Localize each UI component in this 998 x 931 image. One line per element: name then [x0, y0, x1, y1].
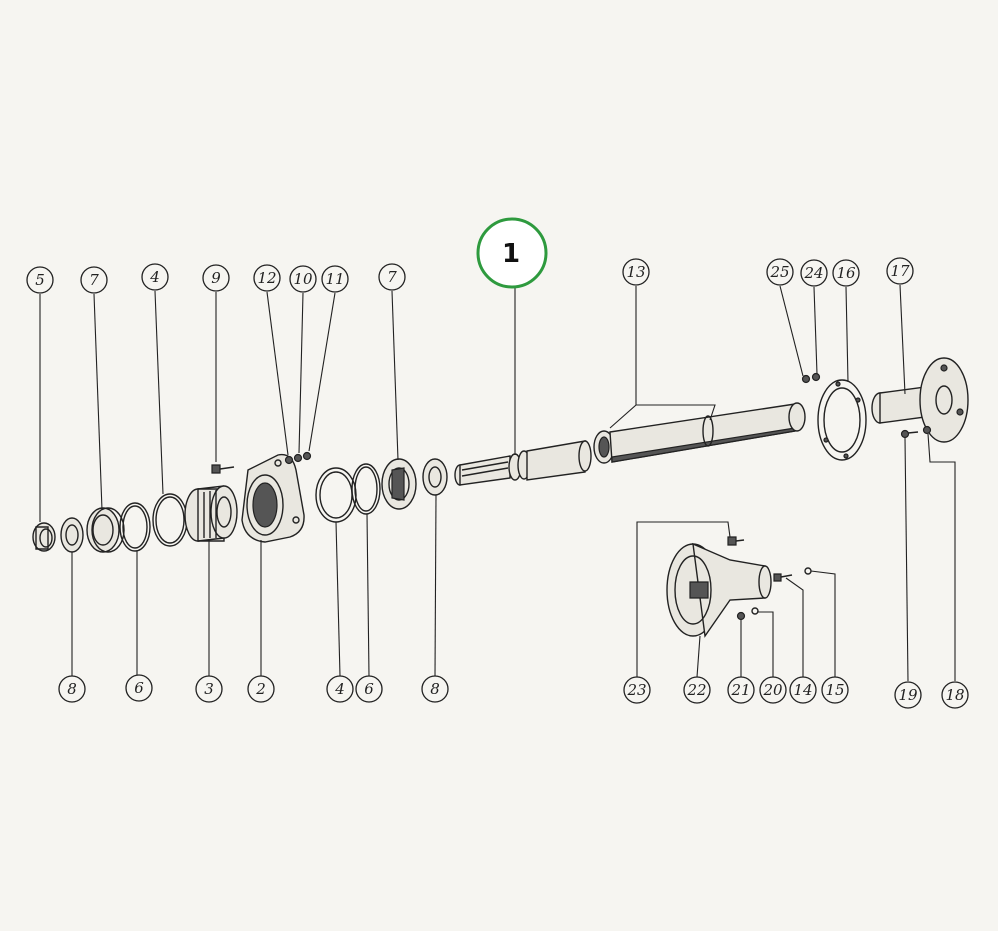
callout-8-right: 8 — [421, 675, 449, 703]
callout-9: 9 — [202, 264, 230, 292]
callout-3: 3 — [195, 675, 223, 703]
callout-11: 11 — [321, 265, 349, 293]
part-4-circlip-right — [316, 468, 356, 522]
callout-18: 18 — [941, 681, 969, 709]
callout-19: 19 — [894, 681, 922, 709]
svg-text:16: 16 — [836, 264, 856, 282]
part-6-oring-right — [352, 464, 380, 514]
svg-text:12: 12 — [257, 269, 276, 287]
callout-8-left: 8 — [58, 675, 86, 703]
svg-text:6: 6 — [364, 680, 374, 698]
callout-2: 2 — [247, 675, 275, 703]
svg-text:17: 17 — [890, 262, 910, 280]
svg-text:2: 2 — [255, 680, 266, 698]
callout-20: 20 — [759, 676, 787, 704]
svg-text:3: 3 — [204, 680, 214, 698]
svg-text:14: 14 — [793, 681, 812, 699]
svg-text:5: 5 — [35, 271, 45, 289]
part-3-roller-bearing — [185, 486, 237, 541]
svg-text:7: 7 — [89, 271, 99, 289]
part-14-15-20-21-small-parts — [736, 567, 812, 621]
svg-text:8: 8 — [430, 680, 440, 698]
callout-10: 10 — [289, 265, 317, 293]
callout-14: 14 — [789, 676, 817, 704]
part-9-bolt — [212, 465, 234, 473]
svg-text:6: 6 — [134, 679, 144, 697]
callout-6-right: 6 — [355, 675, 383, 703]
callout-4-right: 4 — [326, 675, 354, 703]
svg-text:7: 7 — [387, 268, 397, 286]
callout-12: 12 — [253, 264, 281, 292]
part-24-25-nuts — [801, 372, 821, 384]
svg-text:18: 18 — [945, 686, 964, 704]
part-5-seal — [33, 523, 55, 551]
svg-text:11: 11 — [325, 270, 344, 288]
callout-6-left: 6 — [125, 674, 153, 702]
svg-text:23: 23 — [626, 681, 646, 699]
highlight-callout-1: 1 — [476, 217, 548, 289]
svg-text:1: 1 — [502, 239, 520, 269]
part-23-bolt — [728, 537, 744, 545]
svg-text:4: 4 — [149, 268, 160, 286]
svg-text:8: 8 — [67, 680, 77, 698]
part-8-washer-left — [61, 518, 83, 552]
callout-22: 22 — [683, 676, 711, 704]
callout-15: 15 — [821, 676, 849, 704]
callout-4-left: 4 — [141, 263, 169, 291]
part-1-splined-shaft — [455, 441, 591, 485]
svg-text:24: 24 — [803, 264, 823, 282]
part-2-bearing-housing — [242, 455, 304, 542]
callout-7-right: 7 — [378, 263, 406, 291]
part-17-flange-shaft — [872, 358, 968, 442]
svg-text:21: 21 — [730, 681, 750, 699]
svg-text:15: 15 — [825, 681, 844, 699]
callout-23: 23 — [623, 676, 651, 704]
callout-13: 13 — [622, 258, 650, 286]
callout-25: 25 — [766, 258, 794, 286]
part-16-gasket — [818, 380, 866, 460]
svg-text:9: 9 — [211, 269, 221, 287]
callout-7-left: 7 — [80, 266, 108, 294]
svg-text:19: 19 — [898, 686, 918, 704]
svg-text:20: 20 — [762, 681, 783, 699]
part-22-coupling-hub — [667, 544, 771, 636]
svg-text:13: 13 — [626, 263, 645, 281]
callout-17: 17 — [886, 257, 914, 285]
part-7-bearing-ring-left — [87, 508, 124, 552]
part-7-bearing-ring-right — [382, 459, 416, 509]
svg-text:10: 10 — [293, 270, 313, 288]
callout-24: 24 — [800, 259, 828, 287]
callout-5: 5 — [26, 266, 54, 294]
part-4-circlip-left — [153, 494, 187, 546]
svg-text:25: 25 — [769, 263, 789, 281]
callout-21: 21 — [727, 676, 755, 704]
part-8-washer-right — [423, 459, 447, 495]
part-13-tube — [594, 403, 805, 463]
part-6-oring-left — [120, 503, 150, 551]
leader-lines — [39, 284, 956, 682]
svg-text:22: 22 — [686, 681, 706, 699]
svg-text:4: 4 — [334, 680, 345, 698]
part-18-19-bolt-and-nut — [900, 425, 932, 439]
callout-16: 16 — [832, 259, 860, 287]
part-10-11-12-nuts — [284, 451, 312, 465]
